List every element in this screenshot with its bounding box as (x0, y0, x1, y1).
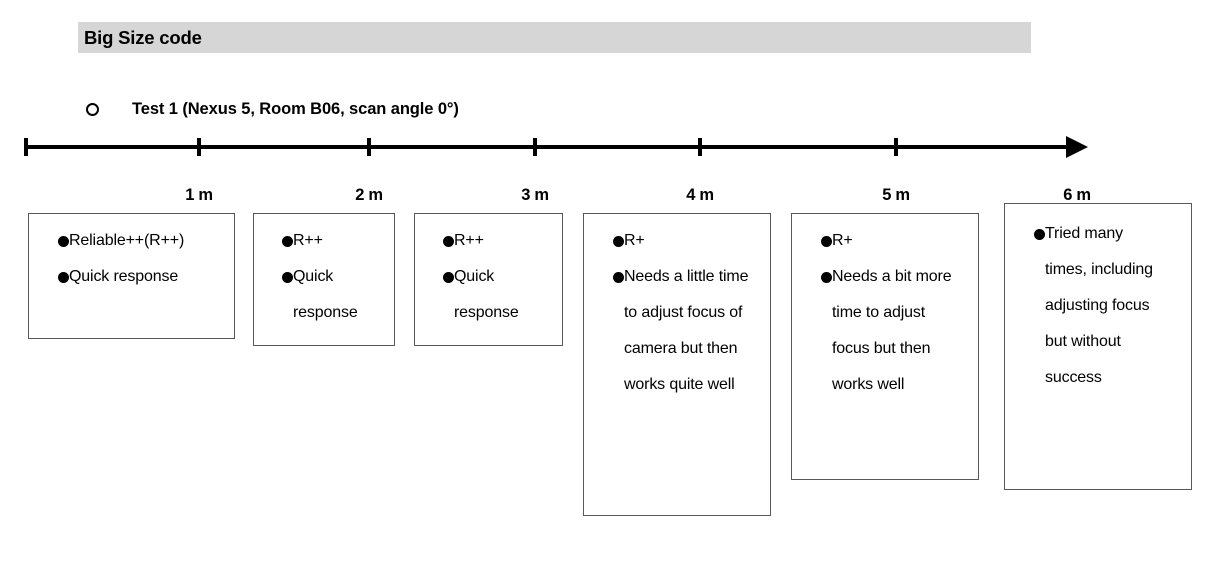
note-list: Reliable++(R++) Quick response (58, 223, 249, 295)
tick-label-2m: 2 m (355, 186, 383, 204)
list-item-text: Needs a little time to adjust focus of c… (624, 268, 749, 393)
bullet-icon (282, 272, 293, 283)
note-box-2m: R++ Quick response (253, 213, 395, 346)
list-item: Needs a little time to adjust focus of c… (613, 259, 759, 403)
list-item-text: Tried many times, including adjusting fo… (1045, 225, 1153, 386)
test-subtitle-label: Test 1 (Nexus 5, Room B06, scan angle 0°… (132, 99, 459, 118)
note-box-3m: R++ Quick response (414, 213, 563, 346)
header-band (78, 22, 1031, 53)
list-item: R++ (282, 223, 389, 259)
distance-axis (0, 130, 1216, 170)
list-item: Quick response (443, 259, 554, 331)
axis-tick-3m (533, 138, 537, 156)
note-list: R++ Quick response (282, 223, 389, 331)
bullet-icon (613, 272, 624, 283)
note-box-6m: Tried many times, including adjusting fo… (1004, 203, 1192, 490)
axis-arrowhead (1066, 136, 1088, 158)
bullet-icon (821, 272, 832, 283)
bullet-icon (58, 236, 69, 247)
list-item-text: Quick response (454, 268, 519, 321)
axis-tick-2m (367, 138, 371, 156)
list-item-text: Quick response (293, 268, 358, 321)
hollow-circle-icon (86, 102, 99, 116)
bullet-icon (443, 272, 454, 283)
axis-line (24, 145, 1075, 149)
bullet-icon (1034, 229, 1045, 240)
tick-label-1m: 1 m (185, 186, 213, 204)
list-item-text: R++ (454, 232, 484, 249)
axis-tick-4m (698, 138, 702, 156)
tick-label-4m: 4 m (686, 186, 714, 204)
list-item-text: Reliable++(R++) (69, 232, 185, 249)
note-box-5m: R+ Needs a bit more time to adjust focus… (791, 213, 979, 480)
list-item-text: R++ (293, 232, 323, 249)
list-item: R++ (443, 223, 554, 259)
list-item-text: Quick response (69, 268, 179, 285)
bullet-icon (443, 236, 454, 247)
list-item: Reliable++(R++) (58, 223, 249, 259)
list-item-text: Needs a bit more time to adjust focus bu… (832, 268, 952, 393)
list-item: Quick response (282, 259, 389, 331)
note-list: Tried many times, including adjusting fo… (1034, 216, 1165, 396)
note-box-4m: R+ Needs a little time to adjust focus o… (583, 213, 771, 516)
list-item-text: R+ (832, 232, 853, 249)
list-item-text: R+ (624, 232, 645, 249)
bullet-icon (821, 236, 832, 247)
list-item: Tried many times, including adjusting fo… (1034, 216, 1165, 396)
note-list: R+ Needs a little time to adjust focus o… (613, 223, 759, 403)
bullet-icon (282, 236, 293, 247)
tick-label-6m: 6 m (1063, 186, 1091, 204)
bullet-icon (613, 236, 624, 247)
tick-label-5m: 5 m (882, 186, 910, 204)
list-item: Needs a bit more time to adjust focus bu… (821, 259, 964, 403)
axis-tick-5m (894, 138, 898, 156)
axis-tick-1m (197, 138, 201, 156)
test-subtitle-row: Test 1 (Nexus 5, Room B06, scan angle 0°… (86, 98, 459, 120)
list-item: R+ (821, 223, 964, 259)
list-item: R+ (613, 223, 759, 259)
bullet-icon (58, 272, 69, 283)
tick-label-3m: 3 m (521, 186, 549, 204)
page-title: Big Size code (84, 27, 202, 48)
note-list: R++ Quick response (443, 223, 554, 331)
list-item: Quick response (58, 259, 249, 295)
note-list: R+ Needs a bit more time to adjust focus… (821, 223, 964, 403)
note-box-1m: Reliable++(R++) Quick response (28, 213, 235, 339)
